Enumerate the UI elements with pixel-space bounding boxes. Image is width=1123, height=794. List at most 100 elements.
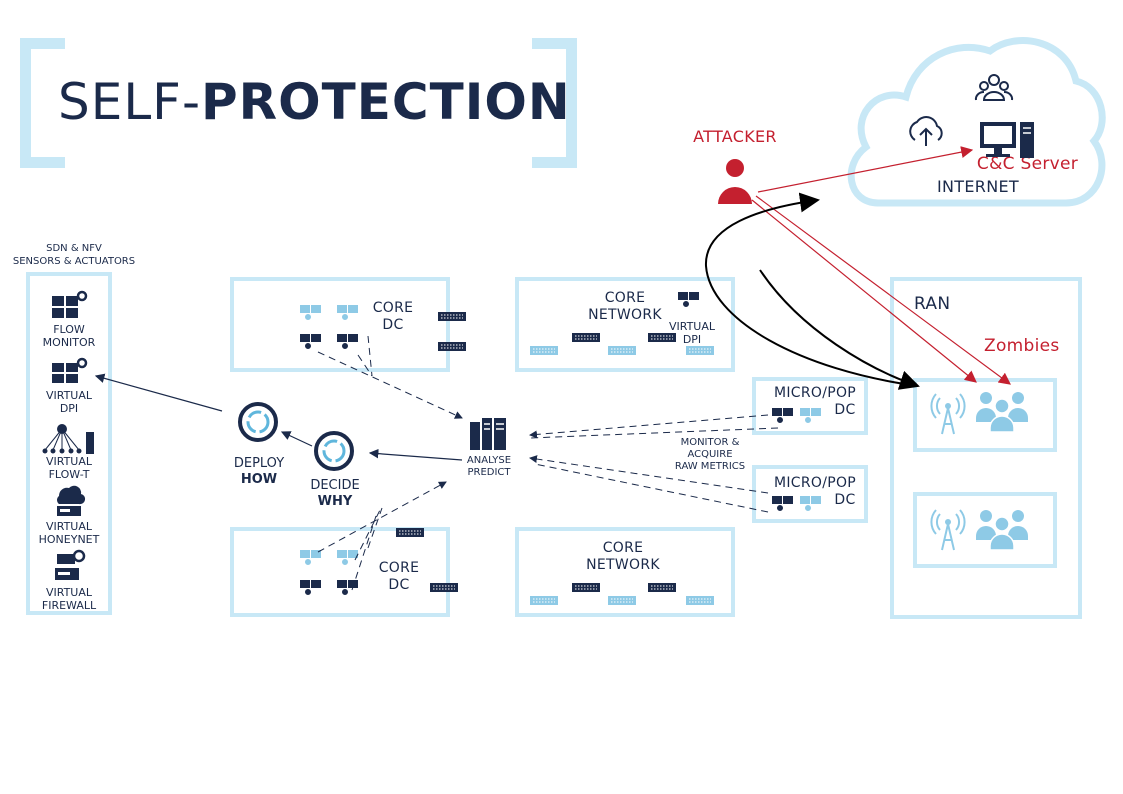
attacker-icon (718, 159, 752, 204)
cloud-upload-icon (909, 116, 943, 146)
virtual-dpi-line2: DPI (682, 333, 702, 346)
analyse-label: ANALYSE PREDICT (453, 455, 525, 479)
ran-cell-bottom (913, 492, 1057, 568)
attacker-label: ATTACKER (693, 127, 777, 146)
deploy-line1: DEPLOY (233, 456, 285, 471)
monitor-label: MONITOR & ACQUIRE RAW METRICS (663, 437, 757, 473)
flow-monitor-icon (52, 290, 88, 318)
network-tree-icon (42, 424, 94, 454)
ran-label: RAN (914, 294, 951, 314)
ran-cell-top (913, 378, 1057, 452)
sensor-item-virtual-firewall[interactable]: VIRTUAL FIREWALL (30, 586, 108, 612)
analyse-server-icon (470, 418, 506, 450)
decide-cycle-icon (314, 431, 354, 471)
core-network-top-label: CORE NETWORK (580, 290, 670, 324)
core-dc-top-label: CORE DC (358, 300, 428, 334)
virtual-dpi-line1: VIRTUAL (668, 320, 716, 333)
core-dc-bottom-label: CORE DC (364, 560, 434, 594)
deploy-cycle-icon (238, 402, 278, 442)
sensor-label: VIRTUAL (45, 389, 93, 402)
sensor-item-virtual-dpi[interactable]: VIRTUAL DPI (30, 389, 108, 415)
core-dc-top-box (230, 277, 450, 372)
core-dc-bottom-box (230, 527, 450, 617)
users-group-icon (974, 74, 1014, 101)
micro-pop-top-line2: DC (834, 402, 856, 418)
core-network-top-racks (529, 291, 715, 356)
ran-users-bottom (975, 509, 1029, 551)
cc-server-label: C&C Server (976, 154, 1079, 174)
sensors-panel (26, 272, 112, 615)
core-network-top-line1: CORE (604, 290, 646, 306)
micro-pop-bottom-line2: DC (834, 492, 856, 508)
monitor-line3: RAW METRICS (674, 461, 746, 472)
sensor-label: HONEYNET (38, 533, 100, 546)
sensor-item-virtual-flow-t[interactable]: VIRTUAL FLOW-T (30, 455, 108, 481)
micro-pop-top-box (752, 377, 868, 435)
micro-pop-servers (771, 407, 822, 512)
deploy-line2: HOW (240, 472, 278, 487)
zombie-users-top (975, 391, 1029, 433)
page-title: SELF-PROTECTION (58, 70, 571, 134)
core-network-bottom-line1: CORE (602, 540, 644, 556)
core-network-top-line2: NETWORK (588, 307, 662, 323)
sensors-header-line1: SDN & NFV (46, 243, 102, 254)
sensor-label: FIREWALL (41, 599, 97, 612)
analyse-line1: ANALYSE (466, 455, 512, 466)
sensor-label: FLOW (53, 323, 85, 336)
sensor-item-virtual-honeynet[interactable]: VIRTUAL HONEYNET (30, 520, 108, 546)
core-dc-top-servers (299, 304, 467, 352)
attacker-to-zombie2-arrow (755, 195, 1011, 385)
monitor-line2: ACQUIRE (687, 449, 733, 460)
deploy-label: DEPLOY HOW (224, 456, 294, 488)
micro-pop-top-label: MICRO/POP DC (760, 385, 870, 419)
cc-server-icon (980, 122, 1034, 158)
sensor-label: MONITOR (42, 336, 96, 349)
core-network-bottom-racks (529, 582, 715, 606)
core-network-virtual-dpi-label: VIRTUAL DPI (664, 320, 720, 346)
analyse-line2: PREDICT (467, 467, 511, 478)
core-dc-bottom-line2: DC (388, 577, 410, 593)
internet-cloud-icon (847, 37, 1106, 207)
sensors-header-line2: SENSORS & ACTUATORS (12, 256, 136, 267)
decide-label: DECIDE WHY (300, 478, 370, 510)
command-curve-arrow (704, 192, 919, 387)
sensor-label: FLOW-T (48, 468, 90, 481)
micro-pop-bottom-line1: MICRO/POP (773, 475, 857, 491)
core-dc-bottom-servers (299, 527, 459, 596)
title-bracket-right (532, 38, 577, 168)
firewall-icon (55, 549, 86, 580)
title-bracket-left (20, 38, 65, 168)
sensor-label: DPI (59, 402, 79, 415)
sensors-header: SDN & NFV SENSORS & ACTUATORS (0, 242, 148, 268)
deploy-to-sensors-arrow (94, 373, 223, 412)
decide-to-deploy-arrow (280, 431, 313, 447)
core-network-top-box (515, 277, 735, 372)
attacker-to-cc-arrow (757, 146, 974, 193)
monitor-line1: MONITOR & (680, 437, 740, 448)
decide-line1: DECIDE (310, 478, 360, 493)
honeynet-icon (57, 485, 86, 516)
micro-pop-top-line1: MICRO/POP (773, 385, 857, 401)
core-dc-top-line2: DC (382, 317, 404, 333)
attacker-to-zombie1-arrow (751, 199, 977, 383)
ran-box (890, 277, 1082, 619)
virtual-dpi-icon (52, 357, 88, 383)
core-network-bottom-line2: NETWORK (586, 557, 660, 573)
title-bold: PROTECTION (201, 73, 571, 131)
micro-pop-bottom-box (752, 465, 868, 523)
internet-label: INTERNET (937, 177, 1019, 196)
sensor-label: VIRTUAL (45, 520, 93, 533)
core-dc-bottom-line1: CORE (378, 560, 420, 576)
zombies-label: Zombies (984, 336, 1060, 356)
title-light: SELF- (58, 73, 201, 131)
sensor-item-flow-monitor[interactable]: FLOW MONITOR (30, 323, 108, 349)
analyse-to-decide-arrow (368, 448, 463, 461)
ran-tower-bottom (930, 509, 966, 551)
sensor-label: VIRTUAL (45, 455, 93, 468)
ran-tower-top (930, 393, 966, 435)
micro-pop-bottom-label: MICRO/POP DC (760, 475, 870, 509)
core-network-bottom-label: CORE NETWORK (578, 540, 668, 574)
core-dc-top-line1: CORE (372, 300, 414, 316)
core-network-bottom-box (515, 527, 735, 617)
